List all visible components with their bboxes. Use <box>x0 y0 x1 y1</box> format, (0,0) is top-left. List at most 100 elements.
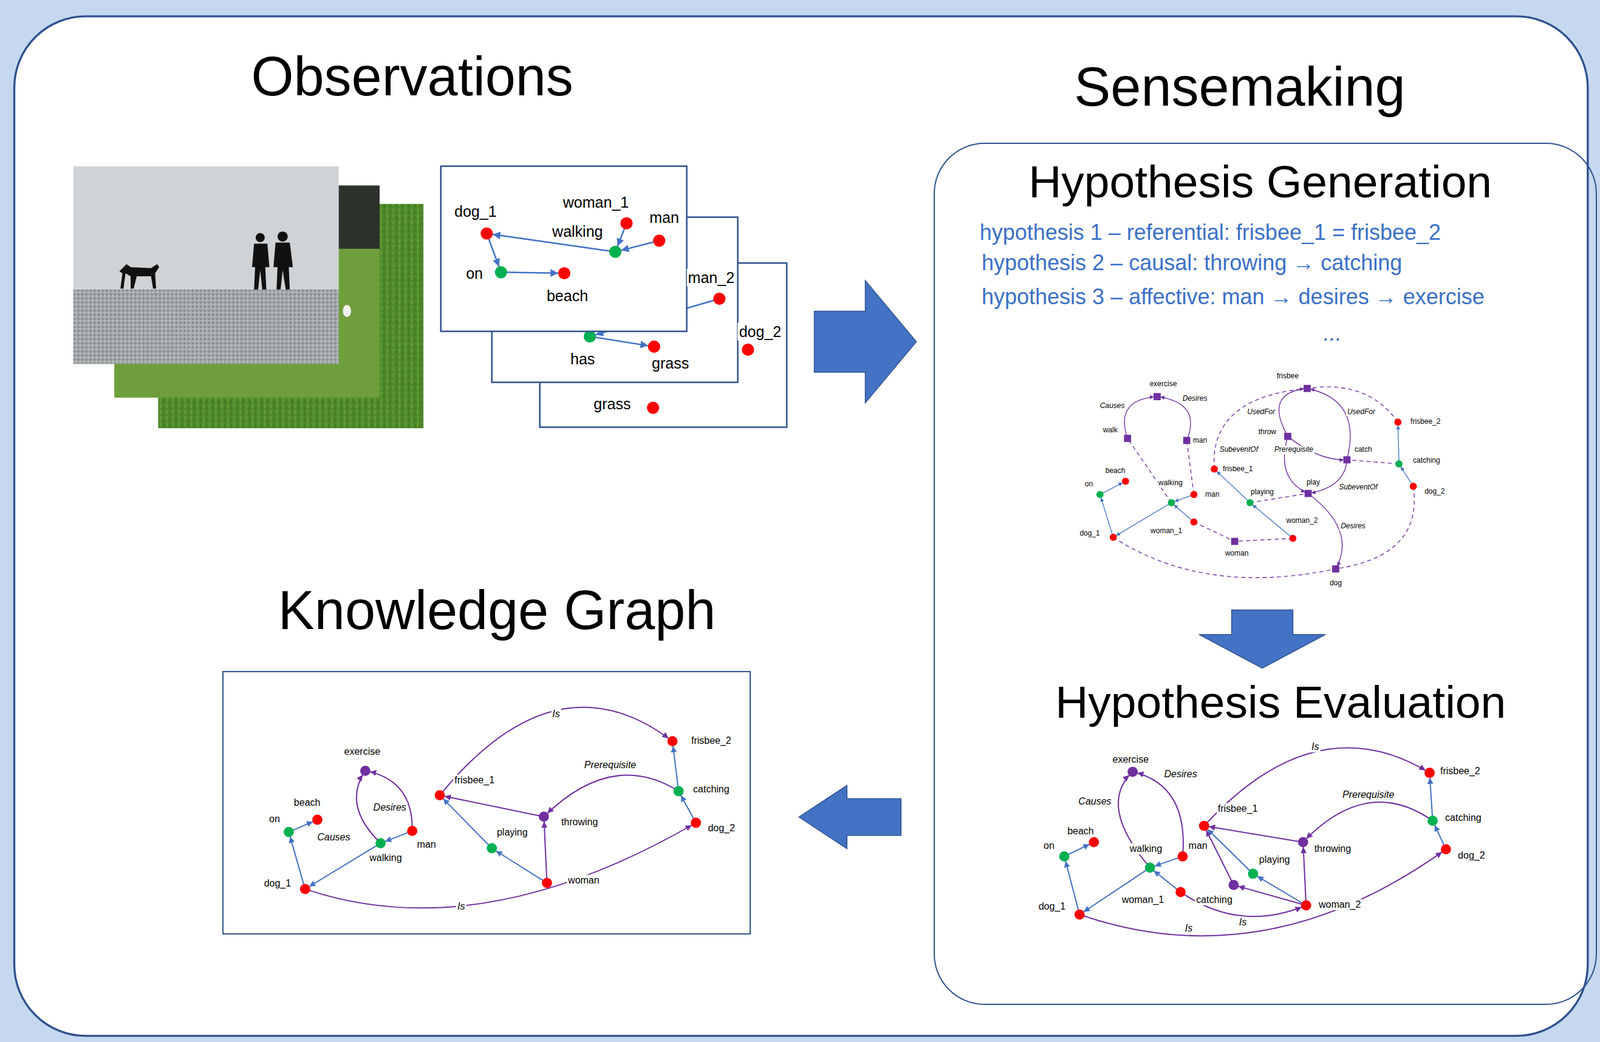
graph-node-label: frisbee_1 <box>1216 803 1260 815</box>
hypothesis-text: hypothesis 1 – referential: frisbee_1 = … <box>979 220 1441 245</box>
scene-graph-card <box>441 166 688 332</box>
heading: Hypothesis Generation <box>1028 156 1492 208</box>
relation-label: Prerequisite <box>1341 789 1396 800</box>
graph-node-label: frisbee <box>1275 372 1300 381</box>
hypothesis-text: ... <box>1322 321 1341 347</box>
graph-dot <box>283 827 295 838</box>
graph-dot <box>1109 533 1118 542</box>
graph-node-label: walking <box>1128 843 1164 855</box>
graph-edge <box>1171 494 1194 503</box>
graph-dot <box>1199 821 1210 832</box>
graph-node-label: frisbee_2 <box>690 735 733 746</box>
relation-label: Prerequisite <box>1273 445 1315 455</box>
graph-edge <box>1253 874 1306 906</box>
concept-square <box>1332 565 1340 573</box>
graph-edge <box>304 843 381 890</box>
graph-node-label: beach <box>1066 826 1096 838</box>
graph-node-label: frisbee_1 <box>453 775 496 787</box>
graph-node-label: frisbee_2 <box>1439 765 1482 777</box>
relation-label: Is <box>456 901 466 913</box>
graph-node-label: play <box>1305 478 1322 488</box>
graph-edge <box>1308 493 1343 570</box>
graph-dot <box>1440 844 1452 855</box>
stage-region: Hypothesis Evaluation <box>943 673 1593 1001</box>
graph-edge <box>1180 892 1307 917</box>
photo-detail <box>342 304 351 318</box>
graph-node-label: exercise <box>343 746 383 758</box>
block-arrow <box>798 786 901 850</box>
graph-node-label: throw <box>1257 428 1278 437</box>
graph-node-label: walk <box>1101 426 1119 435</box>
concept-square <box>1183 436 1191 445</box>
graph-edge <box>615 240 660 252</box>
graph-dot <box>558 267 571 280</box>
relation-label: UsedFor <box>1245 408 1277 417</box>
graph-dot <box>1394 418 1402 426</box>
graph-edge <box>1157 396 1191 441</box>
hypothesis-text: hypothesis 3 – affective: man → desires … <box>981 284 1485 310</box>
graph-node-label: man <box>1203 490 1221 500</box>
graph-edge <box>1214 388 1308 470</box>
graph-edge <box>1203 826 1234 886</box>
graph-node-label: walking <box>550 222 604 241</box>
relation-label: Desires <box>1339 522 1367 531</box>
graph-node-label: beach <box>1104 467 1127 476</box>
concept-square <box>1123 434 1132 443</box>
concept-square <box>1153 393 1161 401</box>
graph-dot <box>1168 499 1176 507</box>
stage-region: Observations <box>61 40 807 439</box>
graph-node-label: on <box>1042 840 1056 852</box>
graph-node-label: dog_1 <box>1037 901 1068 913</box>
graph-node-label: dog_1 <box>453 202 499 220</box>
graph-node-label: beach <box>545 287 590 305</box>
graph-edge <box>1149 856 1183 868</box>
graph-edge <box>1100 481 1126 496</box>
person-silhouette <box>252 243 270 290</box>
graph-dot <box>690 818 701 829</box>
graph-edge <box>1279 388 1308 437</box>
graph-dot <box>1301 900 1312 912</box>
graph-edge <box>1233 885 1306 906</box>
graph-edge <box>1186 440 1195 495</box>
graph-dot <box>1228 880 1240 891</box>
graph-node-label: throwing <box>1313 843 1353 855</box>
relation-label: Prerequisite <box>583 759 638 771</box>
graph-edge <box>672 741 679 792</box>
concept-square <box>1343 456 1351 464</box>
graph-dot <box>312 815 323 826</box>
graph-edge <box>1100 494 1114 538</box>
block-arrow <box>1199 610 1326 669</box>
graph-node-label: catching <box>1411 456 1442 466</box>
graph-dot <box>406 826 418 837</box>
relation-label: Causes <box>315 832 352 844</box>
graph-edge <box>304 823 696 909</box>
graph-node-label: dog_1 <box>263 878 293 890</box>
graph-edge <box>1335 486 1415 570</box>
graph-edge <box>492 848 548 884</box>
graph-edge <box>486 233 502 273</box>
graph-node-label: exercise <box>1148 380 1179 389</box>
graph-dot <box>1096 490 1104 499</box>
graph-edge <box>543 775 679 818</box>
graph-edge <box>1203 826 1254 875</box>
person-silhouette <box>273 242 293 290</box>
relation-label: Is <box>1237 916 1248 928</box>
graph-dot <box>434 790 446 801</box>
graph-node-label: catch <box>1353 445 1374 455</box>
graph-dot <box>1288 535 1297 543</box>
graph-node-label: dog <box>1328 579 1344 589</box>
graph-edge <box>1149 868 1181 893</box>
graph-dot <box>1409 482 1418 491</box>
graph-dot <box>538 812 550 823</box>
graph-node-label: throwing <box>560 817 599 828</box>
graph-node-label: walking <box>1157 479 1184 488</box>
graph-node-label: has <box>569 350 596 369</box>
graph-dot <box>646 402 660 415</box>
graph-dot <box>480 227 493 240</box>
graph-edge <box>1346 459 1399 465</box>
graph-node-label: grass <box>592 395 632 414</box>
graph-edge <box>678 791 697 824</box>
graph-node-label: woman <box>1223 549 1251 559</box>
